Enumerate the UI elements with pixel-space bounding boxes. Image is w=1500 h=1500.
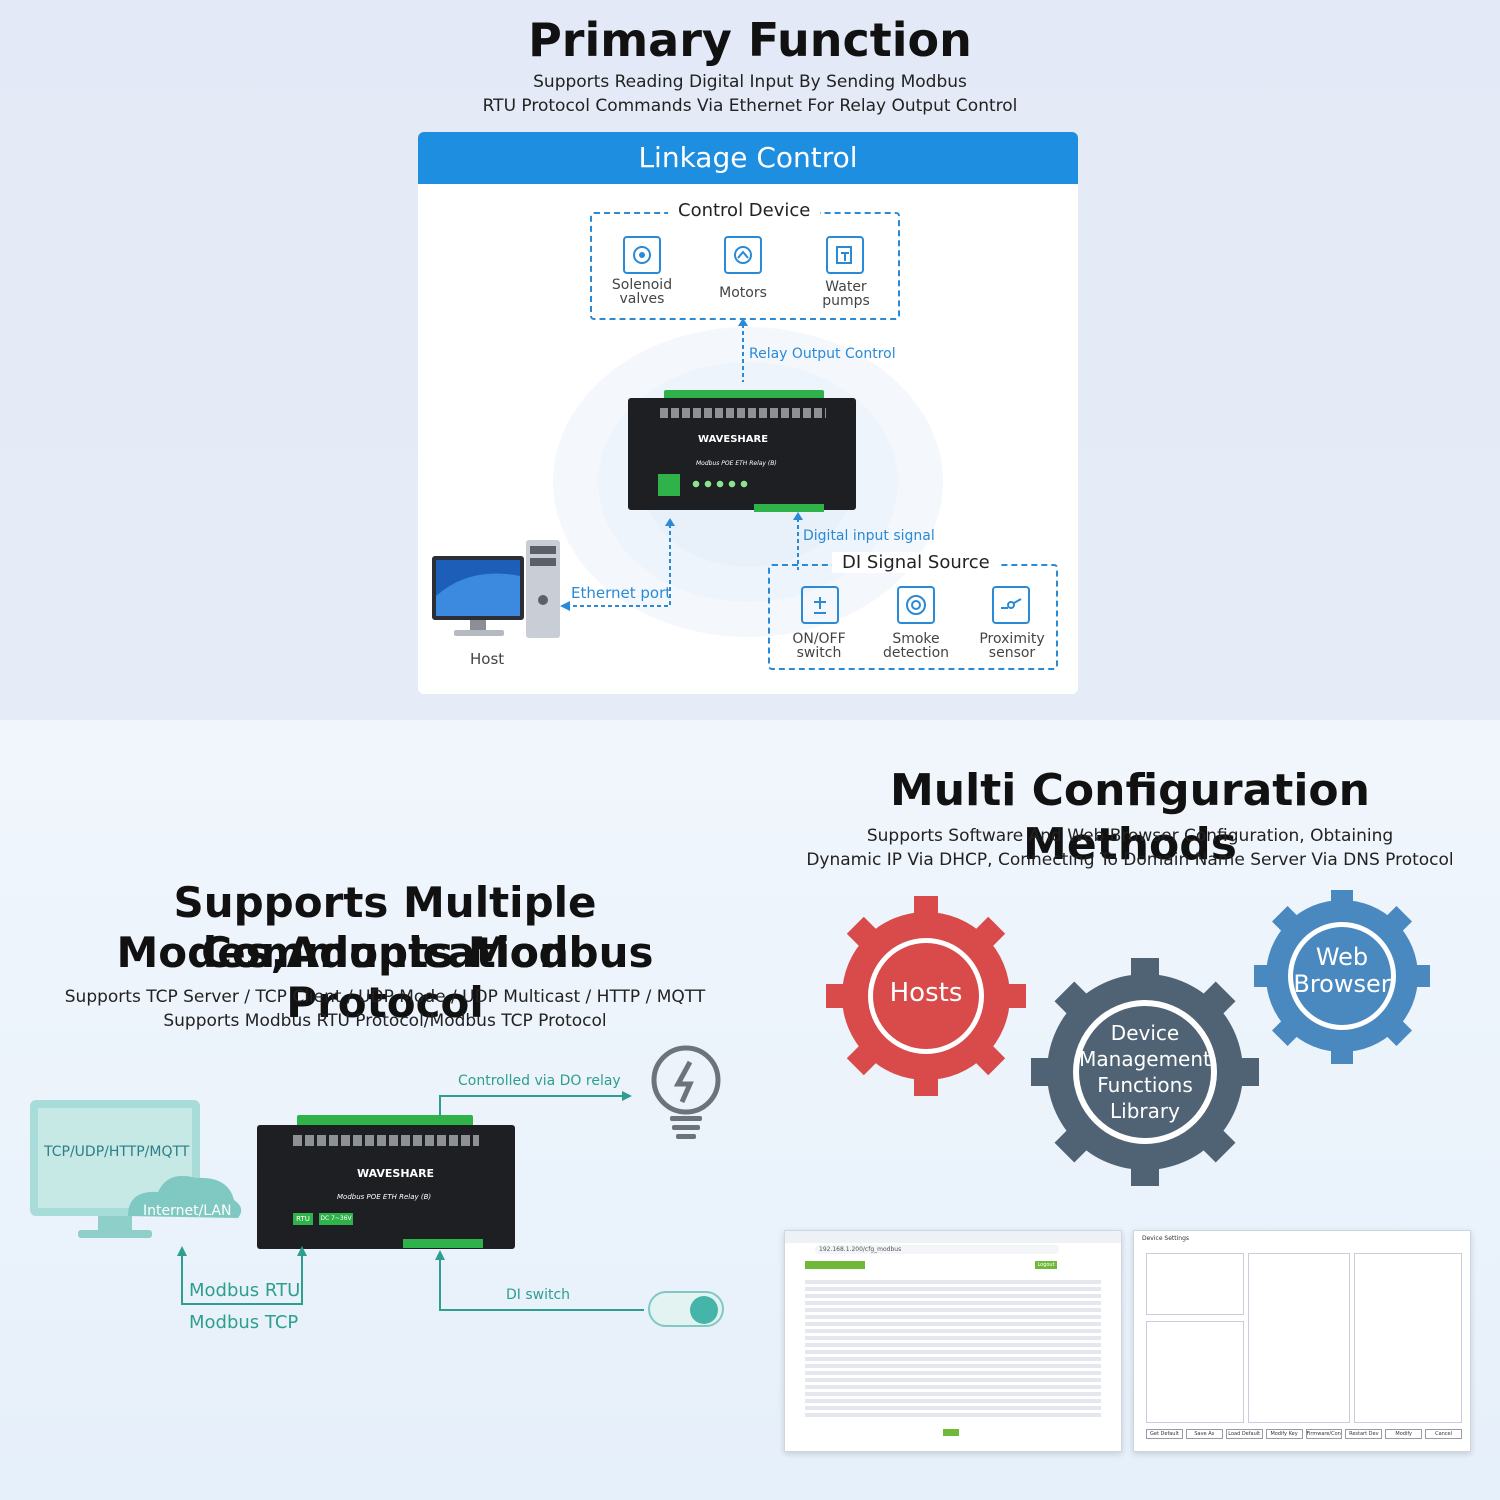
multi-config-subtitle-2: Dynamic IP Via DHCP, Connecting To Domai… — [806, 850, 1454, 870]
power-badge: DC 7~36V — [319, 1213, 353, 1225]
digital-input-label: Digital input signal — [803, 528, 935, 544]
functions-panel — [1146, 1321, 1244, 1423]
smoke-detector-icon — [897, 586, 935, 624]
terminal-screws — [660, 408, 826, 418]
web-form-rows — [805, 1277, 1101, 1420]
relay-device-bottom: WAVESHARE Modbus POE ETH Relay (B) RTU D… — [257, 1115, 515, 1253]
relay-output-arrow — [738, 318, 748, 382]
toggle-knob — [690, 1296, 718, 1324]
web-submit-button[interactable] — [943, 1429, 959, 1436]
device-settings-screenshot: Device Settings Get Default Save As Defa… — [1133, 1230, 1471, 1452]
modbus-arrows — [177, 1246, 307, 1305]
host-label: Host — [470, 650, 505, 668]
device-brand: WAVESHARE — [698, 434, 769, 445]
dialog-title: Device Settings — [1142, 1235, 1190, 1242]
cancel-button[interactable]: Cancel — [1425, 1429, 1462, 1439]
rtu-badge: RTU — [293, 1213, 313, 1225]
primary-function-subtitle-2: RTU Protocol Commands Via Ethernet For R… — [482, 96, 1018, 116]
light-bulb-icon — [651, 1045, 721, 1139]
communication-title-1: Supports Multiple Communication — [173, 878, 597, 977]
digital-input-arrow — [793, 512, 803, 570]
bottom-terminal-block — [754, 504, 824, 512]
logout-button[interactable]: Logout — [1035, 1261, 1057, 1269]
di-signal-source-title: DI Signal Source — [832, 552, 1000, 573]
gear-hosts-label: Hosts — [889, 978, 963, 1008]
host-computer-icon — [432, 540, 560, 638]
primary-function-subtitle-1: Supports Reading Digital Input By Sendin… — [533, 72, 967, 92]
proximity-sensor-icon — [992, 586, 1030, 624]
relay-device: WAVESHARE Modbus POE ETH Relay (B) — [628, 390, 856, 512]
water-pump-icon — [826, 236, 864, 274]
modbus-tcp-label: Modbus TCP — [189, 1312, 299, 1333]
device-model: Modbus POE ETH Relay (B) — [696, 460, 777, 467]
internet-lan-text: Internet/LAN — [143, 1203, 232, 1219]
communication-title-2: Modes,Adopts Modbus Protocol — [116, 928, 654, 1027]
motor-icon — [724, 236, 762, 274]
ethernet-port-label: Ethernet port — [571, 584, 672, 602]
dialog-button-row: Get Default Save As Default Load Default… — [1146, 1429, 1462, 1439]
relay-output-label: Relay Output Control — [749, 346, 896, 362]
linkage-control-header: Linkage Control — [418, 132, 1078, 184]
gears-illustration — [826, 890, 1430, 1186]
communication-subtitle-2: Supports Modbus RTU Protocol/Modbus TCP … — [163, 1011, 607, 1031]
multi-config-subtitle-1: Supports Software And Web Browser Config… — [866, 826, 1394, 846]
restart-dev-button[interactable]: Restart Dev — [1345, 1429, 1383, 1439]
ethernet-arrow — [560, 518, 675, 611]
status-leds — [690, 480, 750, 488]
web-config-screenshot: 192.168.1.200/cfg_modbus Logout — [784, 1230, 1122, 1452]
toggle-switch[interactable] — [648, 1291, 724, 1327]
modify-key-button[interactable]: Modify Key — [1265, 1429, 1303, 1439]
network-panel — [1248, 1253, 1350, 1423]
modify-setting-button[interactable]: Modify Setting — [1385, 1429, 1423, 1439]
device-model: Modbus POE ETH Relay (B) — [337, 1193, 432, 1201]
bottom-terminal-block — [403, 1239, 483, 1248]
multi-config-title: Multi Configuration Methods — [890, 765, 1370, 870]
do-relay-arrow — [439, 1091, 632, 1116]
get-default-button[interactable]: Get Default — [1146, 1429, 1183, 1439]
gear-device-library-label: Device Management Functions Library — [1079, 1021, 1211, 1123]
browser-tab-bar — [785, 1231, 1121, 1243]
do-relay-label: Controlled via DO relay — [458, 1073, 621, 1089]
load-default-button[interactable]: Load Default — [1225, 1429, 1263, 1439]
motors-label: Motors — [719, 285, 767, 301]
communication-subtitle-1: Supports TCP Server / TCP Client / UDP M… — [64, 987, 706, 1007]
control-device-title: Control Device — [668, 200, 821, 221]
monitor-icon — [30, 1100, 242, 1238]
ethernet-jack — [658, 474, 680, 496]
gear-web-browser-label: Web Browser — [1293, 943, 1391, 998]
solenoid-valve-icon — [623, 236, 661, 274]
device-brand: WAVESHARE — [357, 1167, 435, 1180]
modbus-rtu-label: Modbus RTU — [189, 1280, 301, 1301]
protocol-text: TCP/UDP/HTTP/MQTT — [44, 1144, 190, 1160]
browser-address-bar[interactable]: 192.168.1.200/cfg_modbus — [815, 1245, 1059, 1254]
di-switch-label: DI switch — [506, 1287, 571, 1303]
advanced-settings-panel — [1354, 1253, 1462, 1423]
switch-icon — [801, 586, 839, 624]
di-switch-arrow — [435, 1250, 644, 1311]
primary-function-title: Primary Function — [528, 13, 972, 67]
device-info-panel — [1146, 1253, 1244, 1315]
terminal-screws — [293, 1135, 479, 1146]
firmware-config-button[interactable]: Firmware/Config — [1305, 1429, 1343, 1439]
save-as-default-button[interactable]: Save As Default — [1185, 1429, 1223, 1439]
web-logo — [805, 1261, 865, 1269]
